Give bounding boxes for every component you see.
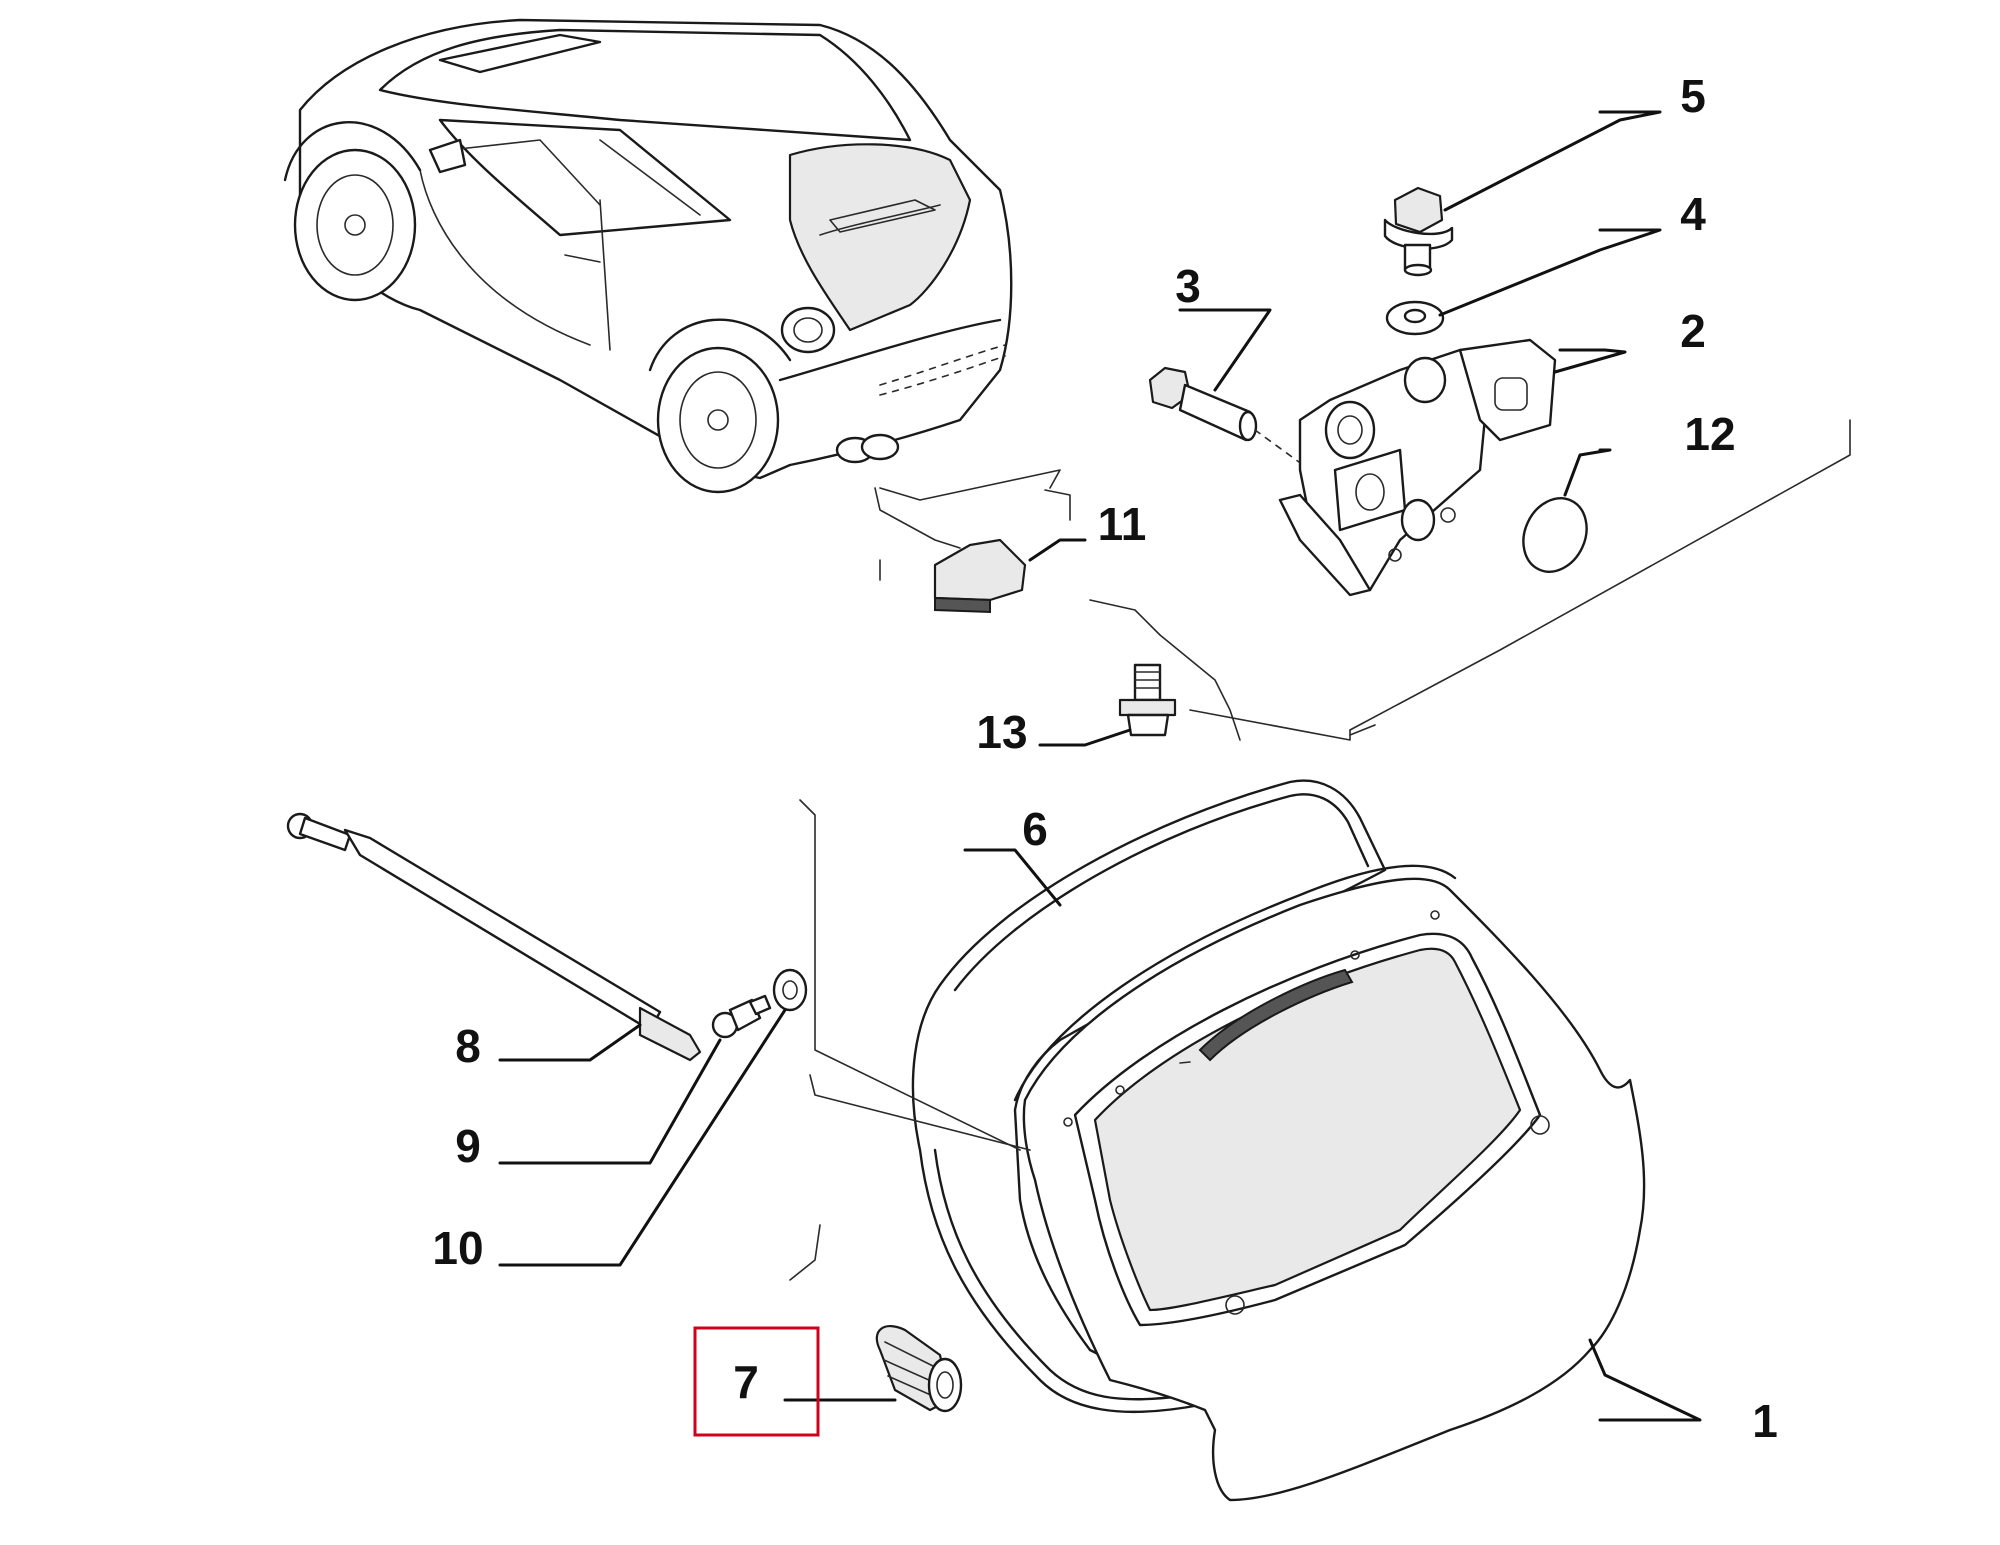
part-1-tailgate — [1013, 864, 1646, 1502]
callout-12: 12 — [1684, 408, 1735, 460]
part-11-bumper-insert — [874, 487, 1071, 614]
part-3-bolt — [1148, 366, 1311, 471]
part-6-tailgate-seal — [911, 779, 1387, 1414]
part-9-ball-stud — [711, 994, 772, 1039]
part-4-washer — [1385, 300, 1445, 336]
callout-7: 7 — [733, 1356, 759, 1408]
reference-lines — [789, 419, 1851, 1281]
callout-4: 4 — [1680, 188, 1706, 240]
highlight-box-part-7 — [693, 1326, 820, 1437]
part-10-washer — [772, 968, 808, 1012]
callout-5: 5 — [1680, 70, 1706, 122]
callout-9: 9 — [455, 1120, 481, 1172]
part-12-seal-ring — [1522, 497, 1588, 573]
callout-labels: 1 2 3 4 5 6 7 8 9 10 11 12 13 — [432, 70, 1777, 1447]
callout-10: 10 — [432, 1222, 483, 1274]
callout-13: 13 — [976, 706, 1027, 758]
leader-lines — [498, 110, 1702, 1422]
part-8-gas-strut — [286, 812, 702, 1062]
callout-8: 8 — [455, 1020, 481, 1072]
car-illustration — [283, 18, 1013, 494]
callout-3: 3 — [1175, 260, 1201, 312]
callout-11: 11 — [1098, 498, 1147, 550]
callout-1: 1 — [1752, 1395, 1778, 1447]
part-5-bolt — [1383, 186, 1454, 277]
part-7-rubber-buffer — [875, 1324, 963, 1413]
part-2-hinge — [1278, 338, 1557, 597]
part-13-stud — [1118, 663, 1177, 737]
callout-6: 6 — [1022, 803, 1048, 855]
callout-2: 2 — [1680, 305, 1706, 357]
